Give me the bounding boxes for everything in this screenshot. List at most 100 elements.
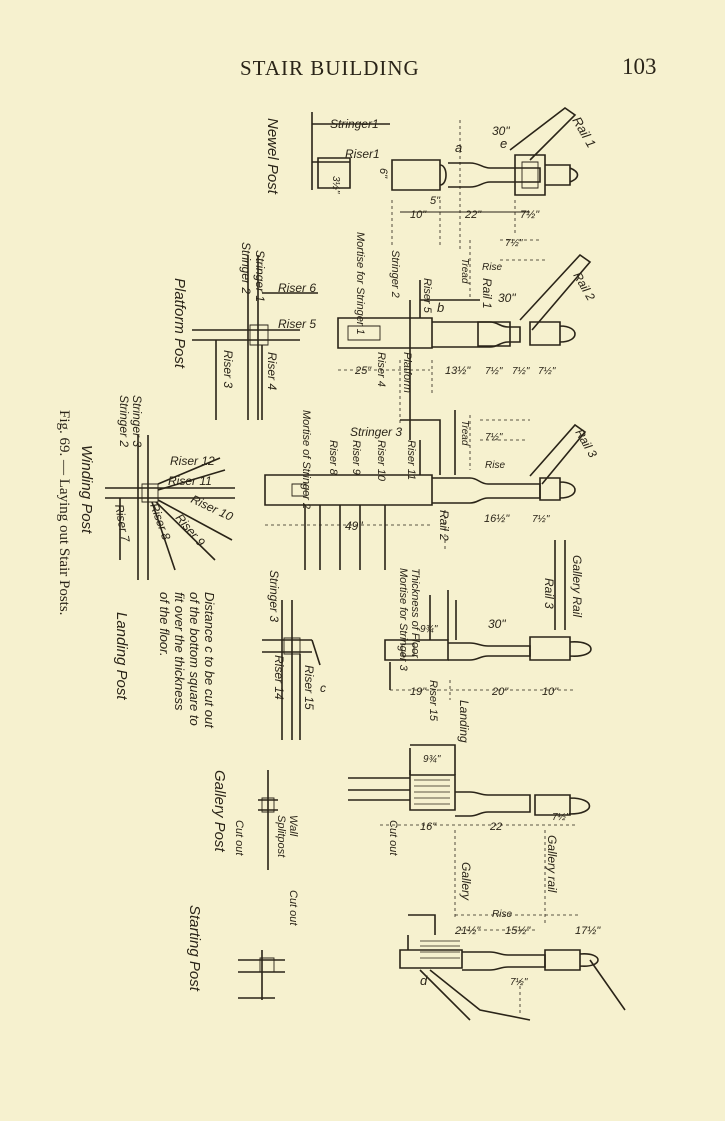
platform-mortise-label: Mortise for Stringer 1 bbox=[354, 232, 366, 335]
landing-thickness-label: Thickness of Floor bbox=[409, 568, 421, 659]
winding-plan-riser11: Riser 11 bbox=[168, 474, 212, 488]
winding-post-group: Winding Post Stringer 3 Stringer 2 Riser… bbox=[78, 395, 600, 580]
platform-plan-stringer1: Stringer 1 bbox=[253, 250, 267, 302]
platform-plan-riser6: Riser 6 bbox=[278, 281, 316, 295]
newel-dim-6: 6" bbox=[377, 168, 389, 179]
gallery-dim-22: 22 bbox=[489, 821, 502, 833]
landing-plan-stringer3: Stringer 3 bbox=[267, 570, 281, 622]
platform-elev-riser5: Riser 5 bbox=[421, 278, 433, 314]
newel-stringer1-label: Stringer1 bbox=[330, 117, 379, 131]
platform-rail2-label: Rail 2 bbox=[570, 270, 598, 304]
running-title: STAIR BUILDING bbox=[240, 56, 420, 80]
newel-dim-7half: 7½" bbox=[520, 209, 540, 221]
landing-post-group: Landing Post Stringer 3 Riser 15 Riser 1… bbox=[113, 540, 592, 743]
winding-plan-riser7: Riser 7 bbox=[112, 503, 133, 544]
newel-dim-30: 30" bbox=[492, 124, 510, 138]
landing-dim-20: 20" bbox=[491, 686, 509, 698]
winding-plan-stringer3: Stringer 3 bbox=[130, 395, 144, 447]
newel-dim-3half: 3½" bbox=[330, 176, 341, 194]
landing-dim-30: 30" bbox=[488, 617, 506, 631]
newel-riser1-label: Riser1 bbox=[345, 147, 380, 161]
landing-c-label: c bbox=[320, 681, 326, 695]
newel-post-group: Newel Post Stringer1 Riser1 3½" Rail 1 3… bbox=[264, 107, 599, 250]
newel-dim-22: 22" bbox=[464, 209, 482, 221]
gallery-dim-9three-quarter: 9¾" bbox=[423, 754, 441, 765]
platform-b-label: b bbox=[437, 300, 444, 315]
landing-dim-19: 19" bbox=[410, 686, 427, 698]
platform-plan-riser4: Riser 4 bbox=[265, 352, 279, 390]
platform-plan-riser5: Riser 5 bbox=[278, 317, 316, 331]
platform-tread-label: Tread bbox=[459, 258, 470, 284]
platform-elev-stringer2: Stringer 2 bbox=[389, 250, 401, 298]
gallery-dim-16: 16" bbox=[420, 821, 437, 833]
running-head: STAIR BUILDING 103 bbox=[0, 52, 725, 82]
platform-elev-platform: Platform bbox=[401, 352, 413, 393]
platform-plan-stringer2: Stringer 2 bbox=[239, 242, 253, 294]
starting-post-group: Starting Post Cut out Gallery Rise d 21½… bbox=[186, 862, 626, 1021]
winding-plan-riser10: Riser 10 bbox=[189, 492, 236, 524]
platform-plan-riser3: Riser 3 bbox=[221, 350, 235, 388]
winding-elev-riser10: Riser 10 bbox=[375, 440, 387, 482]
newel-dim-a: a bbox=[455, 140, 462, 155]
winding-dim-49: 49" bbox=[345, 519, 363, 533]
landing-post-title: Landing Post bbox=[113, 612, 130, 700]
winding-plan-riser12: Riser 12 bbox=[170, 454, 215, 468]
starting-dim-17half: 17½" bbox=[575, 925, 601, 937]
landing-elev-riser15: Riser 15 bbox=[427, 680, 439, 722]
gallery-splitpost-label: Splitpost bbox=[275, 815, 287, 858]
winding-elev-riser8: Riser 8 bbox=[327, 440, 339, 476]
landing-mortise-label: Mortise for Stringer 3 bbox=[397, 568, 409, 672]
platform-dim-7half-d: 7½" bbox=[505, 238, 523, 249]
gallery-post-group: Gallery Post Wall Splitpost Cut out Cut … bbox=[211, 744, 591, 925]
gallery-rail-label: Gallery rail bbox=[545, 835, 559, 893]
winding-elev-stringer3: Stringer 3 bbox=[350, 425, 402, 439]
winding-post-title: Winding Post bbox=[78, 445, 95, 534]
platform-elev-riser4: Riser 4 bbox=[375, 352, 387, 387]
landing-gallery-rail-label: Gallery Rail bbox=[570, 555, 584, 617]
starting-dim-21half: 21½" bbox=[454, 925, 481, 937]
gallery-dim-7half: 7½" bbox=[552, 812, 570, 823]
newel-rail1-label: Rail 1 bbox=[569, 114, 599, 150]
landing-note-line4: of the floor. bbox=[157, 592, 172, 657]
landing-note-line3: fit over the thickness bbox=[172, 592, 187, 711]
starting-dim-15half: 15½" bbox=[505, 925, 531, 937]
platform-post-group: Platform Post Stringer 2 Stringer 1 Rise… bbox=[171, 232, 598, 440]
winding-tread-label: Tread bbox=[459, 420, 470, 446]
platform-dim-7half-a: 7½" bbox=[485, 366, 503, 377]
starting-d-label: d bbox=[420, 973, 428, 988]
landing-dim-10: 10" bbox=[542, 686, 559, 698]
landing-plan-riser14: Riser 14 bbox=[272, 655, 286, 700]
starting-post-title: Starting Post bbox=[186, 905, 203, 992]
landing-note-line1: Distance c to be cut out bbox=[202, 592, 217, 729]
winding-plan-stringer2: Stringer 2 bbox=[117, 395, 131, 447]
landing-note-line2: of the bottom square to bbox=[187, 592, 202, 726]
winding-mortise-label: Mortise of Stringer 2 bbox=[300, 410, 312, 509]
starting-gallery-label: Gallery bbox=[459, 862, 473, 901]
newel-dim-10: 10" bbox=[410, 209, 427, 221]
winding-dim-7half-b: 7½" bbox=[485, 432, 503, 443]
platform-dim-7half-c: 7½" bbox=[538, 366, 556, 377]
winding-plan-riser8: Riser 8 bbox=[147, 501, 173, 542]
page-number: 103 bbox=[622, 54, 657, 79]
gallery-cutout-plan-label: Cut out bbox=[233, 820, 245, 856]
figure-caption: Fig. 69. — Laying out Stair Posts. bbox=[56, 410, 72, 615]
platform-dim-30: 30" bbox=[498, 291, 516, 305]
winding-rail2-label: Rail 2 bbox=[437, 510, 451, 541]
winding-rise-label: Rise bbox=[485, 460, 505, 471]
gallery-wall-label: Wall bbox=[287, 815, 299, 837]
landing-plan-riser15: Riser 15 bbox=[302, 665, 316, 710]
winding-dim-7half-a: 7½" bbox=[532, 514, 550, 525]
platform-dim-25: 25" bbox=[354, 365, 372, 377]
platform-rail1-label: Rail 1 bbox=[480, 278, 494, 309]
starting-dim-7half: 7½" bbox=[510, 977, 528, 988]
landing-dim-9three-quarter: 9¾" bbox=[420, 624, 438, 635]
landing-landing-label: Landing bbox=[457, 700, 471, 743]
winding-elev-riser11: Riser 11 bbox=[405, 440, 417, 480]
starting-rise-label: Rise bbox=[492, 909, 512, 920]
starting-cutout-label: Cut out bbox=[287, 890, 299, 926]
platform-dim-7half-b: 7½" bbox=[512, 366, 530, 377]
newel-dim-e: e bbox=[500, 136, 507, 151]
platform-dim-13half: 13½" bbox=[445, 365, 471, 377]
newel-dim-5: 5" bbox=[430, 195, 441, 207]
platform-rise-label: Rise bbox=[482, 262, 502, 273]
